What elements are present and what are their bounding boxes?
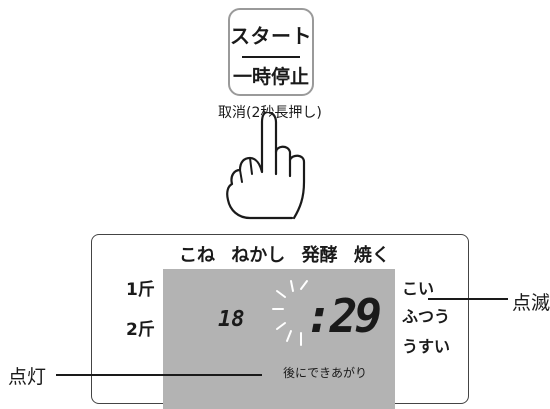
pause-label: 一時停止 (232, 66, 309, 88)
mode-label-row: こね ねかし 発酵 焼く (179, 241, 400, 267)
lit-callout-label: 点灯 (8, 366, 47, 388)
blink-callout-line (428, 298, 508, 300)
start-pause-button[interactable]: スタート 一時停止 (228, 8, 314, 96)
mode-ferment-label: 発酵 (301, 245, 338, 266)
mode-knead-label: こね (179, 245, 215, 266)
lcd-hours-readout: 18 (218, 307, 245, 332)
weight-1-loaf-label: 1斤 (126, 280, 155, 300)
mode-bake-label: 焼く (353, 245, 390, 266)
blink-callout-label: 点滅 (512, 292, 550, 314)
start-label: スタート (230, 24, 312, 48)
button-divider (242, 56, 300, 58)
pointing-hand-icon (226, 112, 306, 220)
bread-maker-display-panel: こね ねかし 発酵 焼く 1斤 2斤 18 :29 後にできあがり こい ふつう… (91, 234, 469, 409)
lcd-timer-readout: :29 (305, 289, 382, 343)
lit-callout-line (56, 374, 262, 376)
mode-rest-label: ねかし (231, 245, 286, 266)
crust-dark-label: こい (402, 279, 435, 298)
crust-light-label: うすい (402, 337, 451, 356)
weight-2-loaf-label: 2斤 (126, 320, 155, 340)
blink-rays-icon (272, 280, 308, 346)
crust-normal-label: ふつう (402, 307, 451, 326)
lcd-screen: 18 :29 後にできあがり (163, 269, 395, 409)
lcd-after-done-label: 後にできあがり (283, 366, 368, 380)
